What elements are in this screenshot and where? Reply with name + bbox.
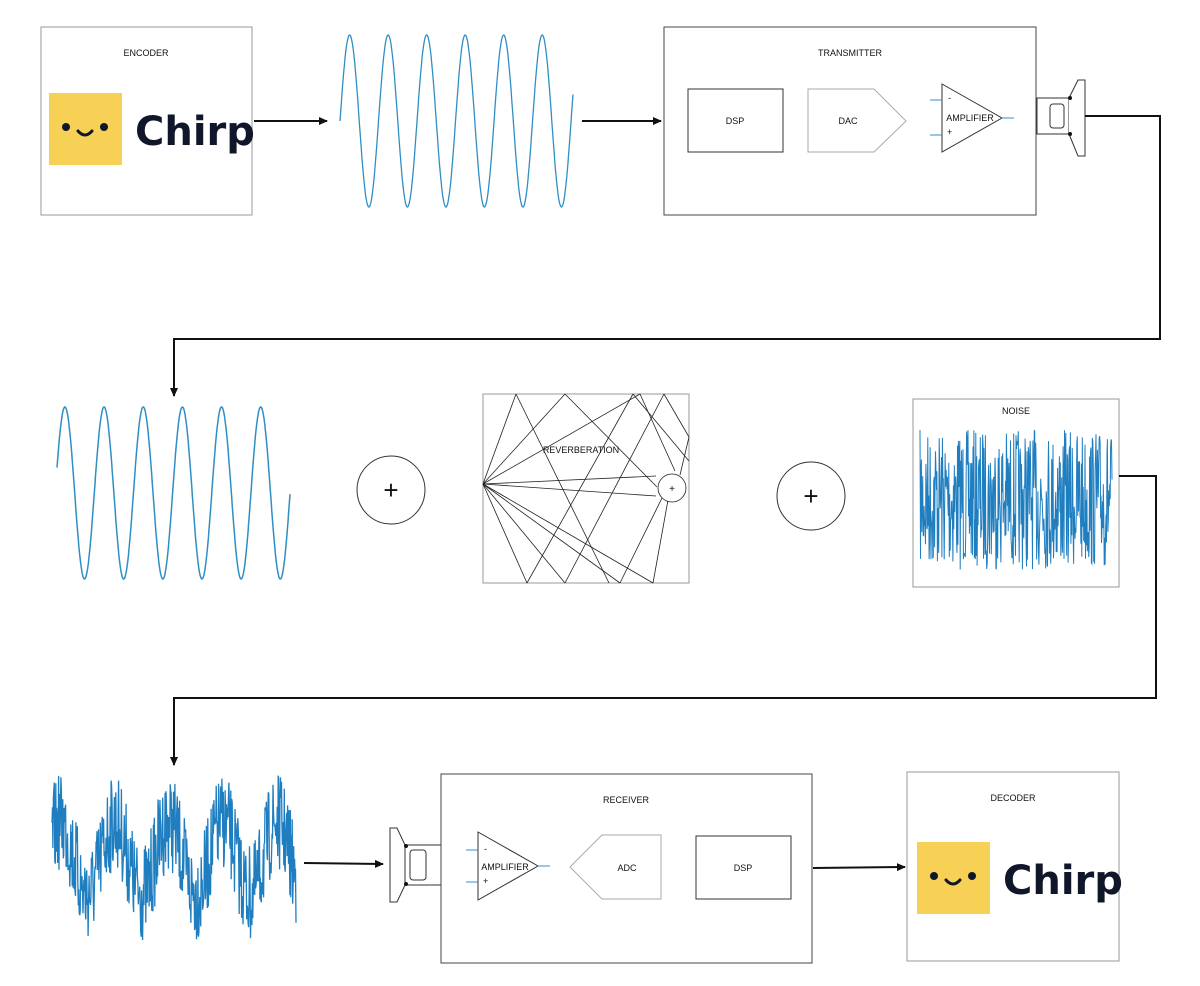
- transmitter-dac-label: DAC: [838, 116, 858, 126]
- transmitted-signal-wave: [56, 406, 291, 580]
- transmitter-box: TRANSMITTER DSP DAC - + AMPLIFIER: [663, 26, 1037, 216]
- arrow-icon: [170, 115, 1161, 397]
- transmitter-amp-plus: +: [947, 127, 952, 137]
- arrow-icon: [170, 475, 1157, 766]
- receiver-adc-label: ADC: [617, 863, 637, 873]
- encoder-title: ENCODER: [123, 48, 169, 58]
- arrow-icon: [812, 863, 906, 872]
- noise-box: [912, 398, 1120, 588]
- chirp-signal-wave: [339, 34, 574, 208]
- microphone-icon: [389, 827, 442, 903]
- chirp-logo-icon: [917, 842, 990, 914]
- transmitter-amp-minus: -: [948, 93, 951, 103]
- receiver-amplifier-label: AMPLIFIER: [481, 862, 529, 872]
- chirp-logo-icon: [49, 93, 122, 165]
- plus-icon: [356, 455, 426, 525]
- noise-wave: [919, 429, 1113, 570]
- receiver-amp-minus: -: [484, 844, 487, 854]
- receiver-dsp-label: DSP: [734, 863, 753, 873]
- amplifier-icon: [930, 83, 1014, 153]
- reverberation-box: [482, 393, 690, 584]
- receiver-amp-plus: +: [483, 876, 488, 886]
- noise-label: NOISE: [1002, 406, 1030, 416]
- plus-symbol-left: +: [383, 475, 398, 505]
- reverb-sum-symbol: +: [669, 484, 675, 495]
- arrow-icon: [303, 859, 384, 868]
- encoder-logo-text: Chirp: [135, 109, 255, 155]
- received-signal-wave: [51, 775, 297, 941]
- amplifier-icon: [466, 831, 550, 901]
- plus-symbol-right: +: [803, 481, 818, 511]
- decoder-box: DECODER Chirp: [906, 771, 1123, 962]
- decoder-logo-text: Chirp: [1003, 858, 1123, 904]
- transmitter-dac-block: [807, 88, 907, 153]
- transmitter-title: TRANSMITTER: [818, 48, 882, 58]
- encoder-box: ENCODER Chirp: [40, 26, 255, 216]
- transmitter-amplifier-label: AMPLIFIER: [946, 113, 994, 123]
- transmitter-dsp-label: DSP: [726, 116, 745, 126]
- speaker-icon: [1036, 79, 1086, 157]
- receiver-box: RECEIVER - + AMPLIFIER ADC DSP: [440, 773, 813, 964]
- transmitter-dsp-block: [687, 88, 784, 153]
- receiver-dsp-block: [695, 835, 792, 900]
- decoder-title: DECODER: [990, 793, 1036, 803]
- receiver-adc-block: [569, 834, 662, 900]
- receiver-title: RECEIVER: [603, 795, 650, 805]
- reverberation-label: REVERBERATION: [543, 445, 619, 455]
- plus-icon: [776, 461, 846, 531]
